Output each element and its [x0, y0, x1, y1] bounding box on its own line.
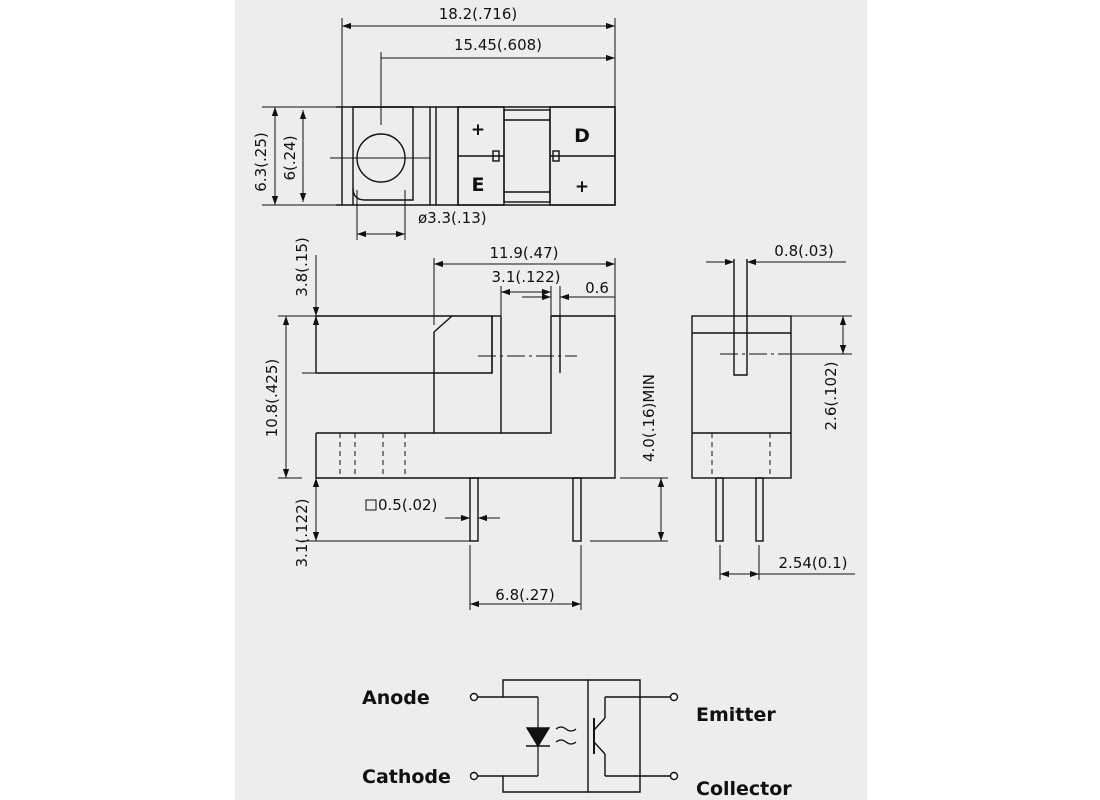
- dim-body-width-inner: 6(.24): [281, 135, 299, 180]
- label-emitter: Emitter: [696, 704, 776, 726]
- terminal-anode: [469, 692, 479, 702]
- dim-side-lead-pitch: 2.54(0.1): [779, 554, 848, 572]
- side-view-hidden-lines: [711, 433, 771, 478]
- dim-slot-depth: 4.0(.16)MIN: [640, 374, 658, 462]
- dim-lead-square: 0.5(.02): [378, 496, 437, 514]
- pad-label-plus-left: +: [471, 120, 485, 140]
- terminal-collector: [669, 771, 679, 781]
- side-view-dimension-lines: [706, 258, 855, 580]
- schematic: [469, 679, 679, 793]
- terminal-emitter: [669, 692, 679, 702]
- led-diode: [525, 727, 551, 748]
- side-view-labels: 0.8(.03) 2.6(.102) 2.54(0.1): [774, 242, 847, 572]
- front-view-outline: [315, 315, 616, 479]
- front-view-hidden-lines: [339, 433, 406, 478]
- dim-slot-wall: 0.6: [585, 279, 609, 297]
- dim-top-height: 3.8(.15): [293, 237, 311, 296]
- dim-body-width-outer: 6.3(.25): [252, 132, 270, 191]
- schematic-box-right: [588, 679, 670, 793]
- schematic-labels: Anode Cathode Emitter Collector: [362, 687, 792, 800]
- square-symbol: [365, 499, 377, 511]
- light-arrows: [555, 726, 577, 745]
- dim-hole-diameter: ø3.3(.13): [418, 209, 487, 227]
- pad-label-d: D: [574, 125, 590, 147]
- dim-side-height: 2.6(.102): [822, 362, 840, 431]
- front-view: [278, 255, 668, 610]
- front-view-dimension-lines: [278, 255, 668, 610]
- dim-body-width: 11.9(.47): [490, 244, 559, 262]
- terminal-cathode: [469, 771, 479, 781]
- top-view: [262, 18, 616, 240]
- schematic-box-left: [478, 679, 589, 793]
- left-margin: [0, 0, 235, 800]
- label-anode: Anode: [362, 687, 430, 709]
- phototransistor: [593, 696, 640, 777]
- top-view-dimension-lines: [262, 18, 616, 240]
- dim-side-slot-width: 0.8(.03): [774, 242, 833, 260]
- top-view-labels: 18.2(.716) 15.45(.608) 6.3(.25) 6(.24) ø…: [252, 5, 590, 227]
- dim-lead-span: 15.45(.608): [454, 36, 542, 54]
- top-view-outline: [336, 106, 616, 206]
- pad-label-plus-right: +: [575, 177, 589, 197]
- dim-lead-length: 3.1(.122): [293, 499, 311, 568]
- dim-overall-length: 18.2(.716): [439, 5, 518, 23]
- front-view-labels: 11.9(.47) 3.1(.122) 0.6 3.8(.15) 10.8(.4…: [263, 237, 658, 604]
- front-lead-right: [572, 477, 582, 542]
- right-margin: [867, 0, 1100, 800]
- pad-label-e: E: [472, 174, 485, 196]
- side-view: [691, 258, 855, 580]
- label-collector: Collector: [696, 778, 792, 800]
- side-lead-left: [715, 477, 724, 542]
- side-lead-right: [755, 477, 764, 542]
- label-cathode: Cathode: [362, 766, 451, 788]
- dim-total-height: 10.8(.425): [263, 359, 281, 438]
- dim-slot-width: 3.1(.122): [492, 268, 561, 286]
- front-lead-left: [469, 477, 479, 542]
- dim-lead-pitch: 6.8(.27): [495, 586, 554, 604]
- side-view-outline: [691, 259, 792, 479]
